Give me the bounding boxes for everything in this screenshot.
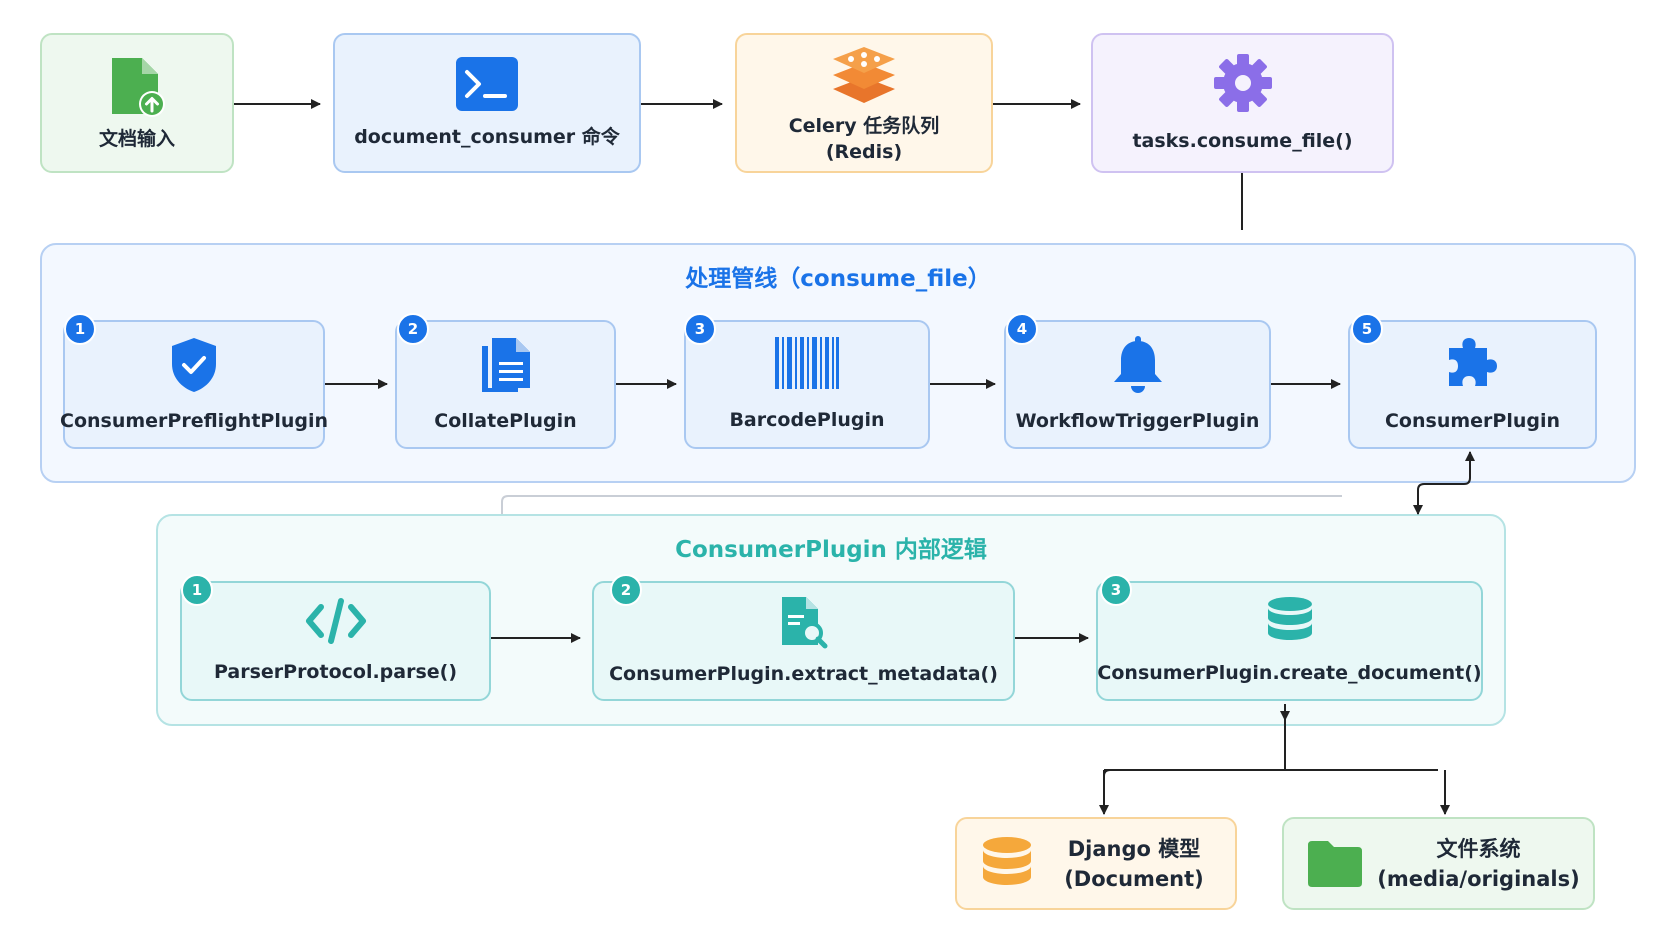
pipeline-step-preflight[interactable]: ConsumerPreflightPlugin	[60, 320, 329, 449]
file-system-label-line1: 文件系统	[1436, 836, 1521, 861]
file-system-text: 文件系统 (media/originals)	[1364, 834, 1593, 894]
pipeline-step-barcode-label: BarcodePlugin	[729, 408, 885, 431]
internal-step-2-badge: 2	[610, 574, 642, 606]
django-model-label-line1: Django 模型	[1067, 836, 1201, 861]
bell-icon	[1113, 335, 1162, 393]
internal-step-3-badge: 3	[1100, 574, 1132, 606]
django-model-box[interactable]: Django 模型 (Document)	[955, 817, 1237, 910]
internal-step-parse-label: ParserProtocol.parse()	[213, 661, 458, 683]
file-system-box[interactable]: 文件系统 (media/originals)	[1282, 817, 1595, 910]
database-icon	[1267, 597, 1312, 640]
celery-queue-label-line1: Celery 任务队列	[788, 115, 940, 137]
pipeline-step-consumer-plugin-label: ConsumerPlugin	[1384, 409, 1561, 432]
terminal-icon	[456, 57, 518, 111]
consume-file-task-label: tasks.consume_file()	[1132, 130, 1353, 152]
pipeline-step-preflight-label: ConsumerPreflightPlugin	[60, 409, 329, 432]
internal-step-create-document-label: ConsumerPlugin.create_document()	[1097, 662, 1482, 684]
pipeline-step-3-badge: 3	[684, 313, 716, 345]
internal-step-1-badge: 1	[181, 574, 213, 606]
pipeline-step-4-badge: 4	[1006, 313, 1038, 345]
code-icon	[305, 598, 366, 644]
file-search-icon	[781, 597, 827, 649]
database-icon	[983, 836, 1031, 885]
pipeline-step-collate[interactable]: CollatePlugin	[395, 320, 616, 449]
pipeline-step-workflow-trigger-label: WorkflowTriggerPlugin	[1015, 409, 1260, 432]
file-upload-icon	[112, 58, 165, 117]
file-system-label-line2: (media/originals)	[1377, 866, 1580, 891]
barcode-icon	[775, 336, 839, 389]
internal-step-extract-metadata[interactable]: ConsumerPlugin.extract_metadata()	[592, 581, 1015, 701]
pipeline-step-consumer-plugin[interactable]: ConsumerPlugin	[1348, 320, 1597, 449]
celery-queue-label-line2: (Redis)	[825, 141, 903, 163]
puzzle-icon	[1448, 337, 1497, 386]
folder-icon	[1308, 840, 1362, 887]
pipeline-step-2-badge: 2	[397, 313, 429, 345]
document-consumer-command-label: document_consumer 命令	[354, 126, 620, 148]
internal-step-create-document[interactable]: ConsumerPlugin.create_document()	[1096, 581, 1483, 701]
internal-step-parse[interactable]: ParserProtocol.parse()	[180, 581, 491, 701]
internal-step-extract-metadata-label: ConsumerPlugin.extract_metadata()	[609, 663, 998, 685]
pipeline-step-barcode[interactable]: BarcodePlugin	[684, 320, 930, 449]
processing-pipeline-title: 处理管线（consume_file）	[685, 266, 991, 292]
pipeline-step-1-badge: 1	[64, 313, 96, 345]
django-model-label-line2: (Document)	[1064, 866, 1204, 891]
pipeline-step-5-badge: 5	[1351, 313, 1383, 345]
document-input-label: 文档输入	[98, 128, 175, 150]
document-icon	[481, 337, 530, 392]
pipeline-step-workflow-trigger[interactable]: WorkflowTriggerPlugin	[1004, 320, 1271, 449]
faint-return-connector	[501, 495, 1342, 514]
consumer-plugin-internal-title: ConsumerPlugin 内部逻辑	[675, 537, 987, 563]
document-input-box[interactable]: 文档输入	[40, 33, 234, 173]
pipeline-step-collate-label: CollatePlugin	[434, 409, 577, 432]
redis-icon	[833, 47, 895, 103]
celery-queue-box[interactable]: Celery 任务队列 (Redis)	[735, 33, 993, 173]
gear-icon	[1213, 54, 1272, 112]
document-consumer-command-box[interactable]: document_consumer 命令	[333, 33, 641, 173]
consume-file-task-box[interactable]: tasks.consume_file()	[1091, 33, 1394, 173]
shield-check-icon	[172, 337, 216, 392]
django-model-text: Django 模型 (Document)	[1033, 834, 1235, 894]
